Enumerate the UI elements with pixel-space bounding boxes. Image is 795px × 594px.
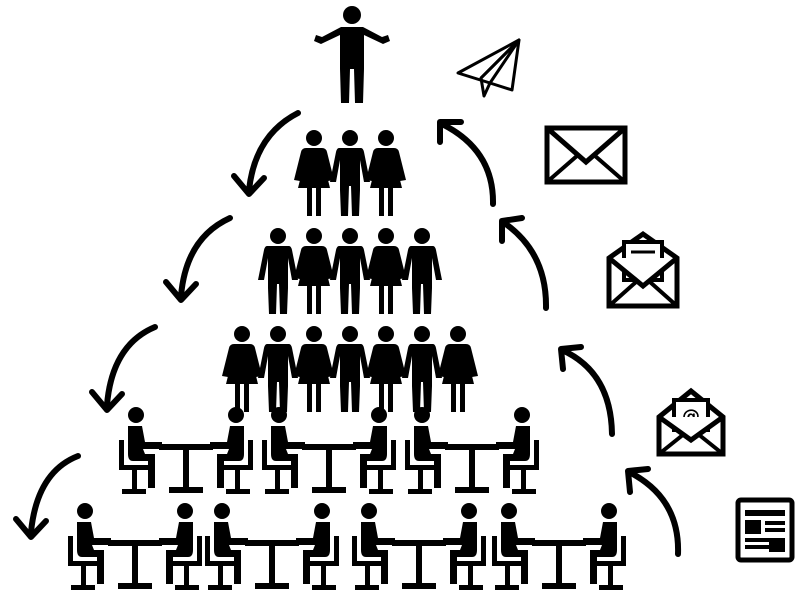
person-woman-icon xyxy=(294,130,334,216)
hierarchy-level-1 xyxy=(294,130,406,216)
envelope-closed-icon xyxy=(544,125,628,185)
person-woman-icon xyxy=(366,326,406,412)
downward-arrows xyxy=(13,110,301,540)
down-arrow-icon xyxy=(89,324,158,413)
meeting-table-icon xyxy=(352,503,486,590)
up-arrow-icon xyxy=(437,119,497,207)
envelope-email-icon: @ xyxy=(656,387,726,457)
person-man-icon xyxy=(402,228,442,314)
meeting-table-icon xyxy=(68,503,202,590)
meeting-row-1 xyxy=(119,407,539,494)
up-arrow-icon xyxy=(558,344,615,437)
hierarchy-level-2 xyxy=(258,228,442,314)
person-woman-icon xyxy=(294,228,334,314)
down-arrow-icon xyxy=(13,453,81,540)
newspaper-icon xyxy=(735,497,795,563)
person-man-icon xyxy=(330,228,370,314)
person-woman-icon xyxy=(366,228,406,314)
meeting-table-icon xyxy=(262,407,396,494)
down-arrow-icon xyxy=(231,110,301,197)
hierarchy-level-3 xyxy=(222,326,478,412)
person-man-icon xyxy=(330,130,370,216)
up-arrow-icon xyxy=(499,215,550,311)
meeting-row-2 xyxy=(68,503,626,590)
leader-person-icon xyxy=(314,6,390,103)
up-arrow-icon xyxy=(625,466,682,557)
meeting-table-icon xyxy=(492,503,626,590)
person-woman-icon xyxy=(366,130,406,216)
person-man-icon xyxy=(258,326,298,412)
person-man-icon xyxy=(330,326,370,412)
person-woman-icon xyxy=(294,326,334,412)
meeting-table-icon xyxy=(119,407,253,494)
upward-arrows xyxy=(437,119,682,557)
meeting-table-icon xyxy=(405,407,539,494)
meeting-table-icon xyxy=(205,503,339,590)
down-arrow-icon xyxy=(163,215,233,303)
person-man-icon xyxy=(258,228,298,314)
envelope-letter-icon xyxy=(606,230,680,309)
person-woman-icon xyxy=(222,326,262,412)
person-man-icon xyxy=(402,326,442,412)
paper-plane-icon xyxy=(456,38,521,98)
person-woman-icon xyxy=(438,326,478,412)
